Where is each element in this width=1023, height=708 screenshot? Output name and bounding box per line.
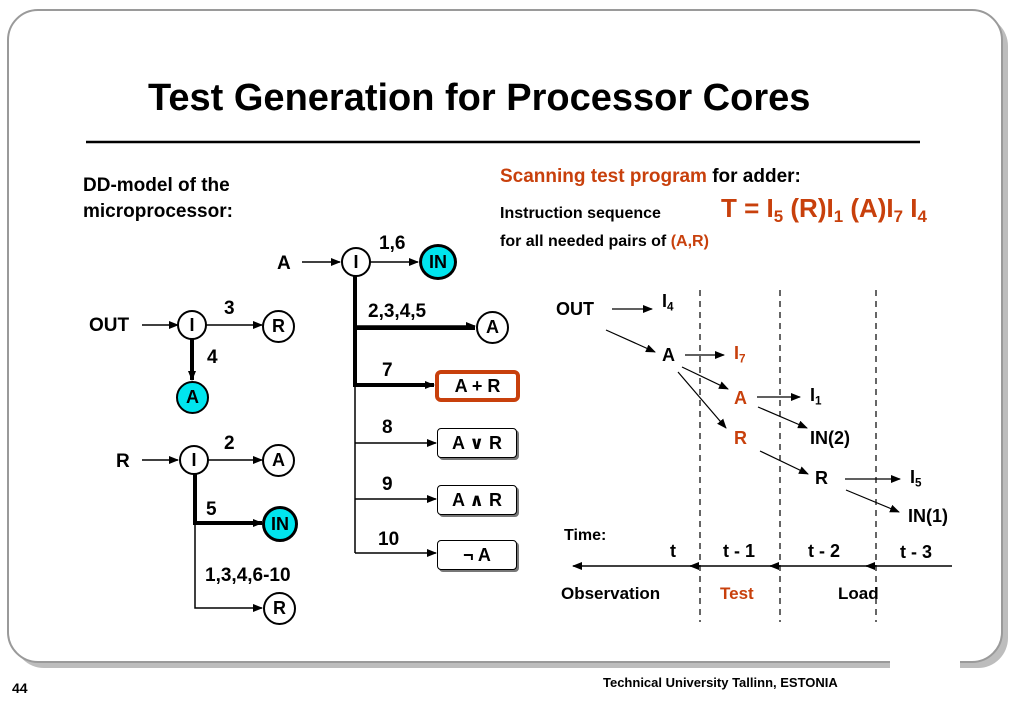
timeline-i4-sub: 4 bbox=[667, 300, 674, 314]
timeline-i5: I5 bbox=[910, 467, 922, 490]
timeline-i4-main: I bbox=[662, 291, 668, 311]
timeline-i1-main: I bbox=[810, 385, 816, 405]
dd-model-caption-line2: microprocessor: bbox=[83, 201, 233, 222]
r-edge-top-label: 2 bbox=[224, 433, 235, 454]
timeline-a1: A bbox=[662, 345, 675, 365]
a-branch-terminal-highlighted: A + R bbox=[435, 370, 520, 402]
a-branch-terminal: A ∨ R bbox=[437, 428, 517, 458]
phase-observation: Observation bbox=[561, 584, 661, 603]
r-edge-down-label: 5 bbox=[206, 499, 217, 520]
r-bottom-terminal: R bbox=[263, 592, 296, 625]
formula-sub: 7 bbox=[893, 207, 904, 227]
timeline-in1: IN(1) bbox=[908, 506, 948, 526]
a-top-terminal: IN bbox=[419, 244, 457, 280]
timeline-r2: R bbox=[734, 428, 747, 448]
pairs-line: for all needed pairs of (A,R) bbox=[500, 233, 709, 251]
footer-text: Technical University Tallinn, ESTONIA bbox=[603, 675, 838, 690]
scanning-heading-red: Scanning test program bbox=[500, 166, 707, 187]
a-branch-edge-label: 10 bbox=[378, 529, 400, 550]
out-edge-down-label: 4 bbox=[207, 347, 218, 368]
time-t3: t - 3 bbox=[900, 542, 933, 562]
r-edge-bottom-label: 1,3,4,6-10 bbox=[205, 565, 291, 586]
r-root-node: I bbox=[179, 445, 209, 475]
phase-test: Test bbox=[720, 584, 754, 603]
timeline-i7-main: I bbox=[734, 343, 740, 363]
a-branch-edge-label: 2,3,4,5 bbox=[368, 301, 427, 322]
timeline-i1-sub: 1 bbox=[815, 394, 822, 408]
timeline-i4: I4 bbox=[662, 291, 674, 314]
out-root-node: I bbox=[177, 310, 207, 340]
test-formula: T = I5 (R)I1 (A)I7 I4 bbox=[721, 193, 927, 227]
scanning-heading-black: for adder: bbox=[712, 166, 801, 187]
timeline-a2: A bbox=[734, 388, 747, 408]
timeline-i5-main: I bbox=[910, 467, 916, 487]
time-label: Time: bbox=[564, 527, 607, 544]
formula-part: T = I bbox=[721, 193, 774, 223]
slide-title: Test Generation for Processor Cores bbox=[148, 77, 811, 119]
out-edge-top-label: 3 bbox=[224, 298, 235, 319]
a-root-node: I bbox=[341, 247, 371, 277]
timeline-i1: I1 bbox=[810, 385, 822, 408]
formula-part: (A)I bbox=[843, 193, 894, 223]
a-branch-terminal: A bbox=[476, 311, 509, 344]
formula-part: I bbox=[903, 193, 918, 223]
r-top-terminal: A bbox=[262, 444, 295, 477]
time-t1: t - 1 bbox=[723, 541, 756, 561]
a-branch-terminal: ¬ A bbox=[437, 540, 517, 570]
formula-sub: 1 bbox=[833, 207, 844, 227]
timeline-i7-sub: 7 bbox=[739, 352, 746, 366]
scanning-heading: Scanning test program for adder: bbox=[500, 166, 801, 188]
timeline-out: OUT bbox=[556, 299, 594, 319]
a-branch-edge-label: 9 bbox=[382, 474, 393, 495]
out-down-terminal: A bbox=[176, 381, 209, 414]
page-number: 44 bbox=[12, 680, 28, 696]
timeline-i7: I7 bbox=[734, 343, 746, 366]
a-input-label: A bbox=[277, 253, 291, 274]
r-input-label: R bbox=[116, 451, 130, 472]
a-branch-terminal: A ∧ R bbox=[437, 485, 517, 515]
formula-part: (R)I bbox=[783, 193, 834, 223]
pairs-text: for all needed pairs of bbox=[500, 233, 667, 250]
formula-sub: 4 bbox=[917, 207, 927, 227]
time-t0: t bbox=[670, 541, 676, 561]
pairs-red: (A,R) bbox=[670, 233, 709, 250]
dd-model-caption-line1: DD-model of the bbox=[83, 175, 230, 196]
time-t2: t - 2 bbox=[808, 541, 841, 561]
out-top-terminal: R bbox=[262, 310, 295, 343]
timeline-r3: R bbox=[815, 468, 828, 488]
timeline-i5-sub: 5 bbox=[915, 476, 922, 490]
instruction-sequence-label: Instruction sequence bbox=[500, 205, 661, 222]
a-branch-edge-label: 7 bbox=[382, 360, 393, 381]
a-branch-edge-label: 8 bbox=[382, 417, 393, 438]
timeline-in2: IN(2) bbox=[810, 428, 850, 448]
a-edge-top-label: 1,6 bbox=[379, 233, 406, 254]
out-input-label: OUT bbox=[89, 315, 130, 336]
r-down-terminal: IN bbox=[262, 506, 298, 542]
phase-load: Load bbox=[838, 584, 879, 603]
formula-sub: 5 bbox=[773, 207, 784, 227]
